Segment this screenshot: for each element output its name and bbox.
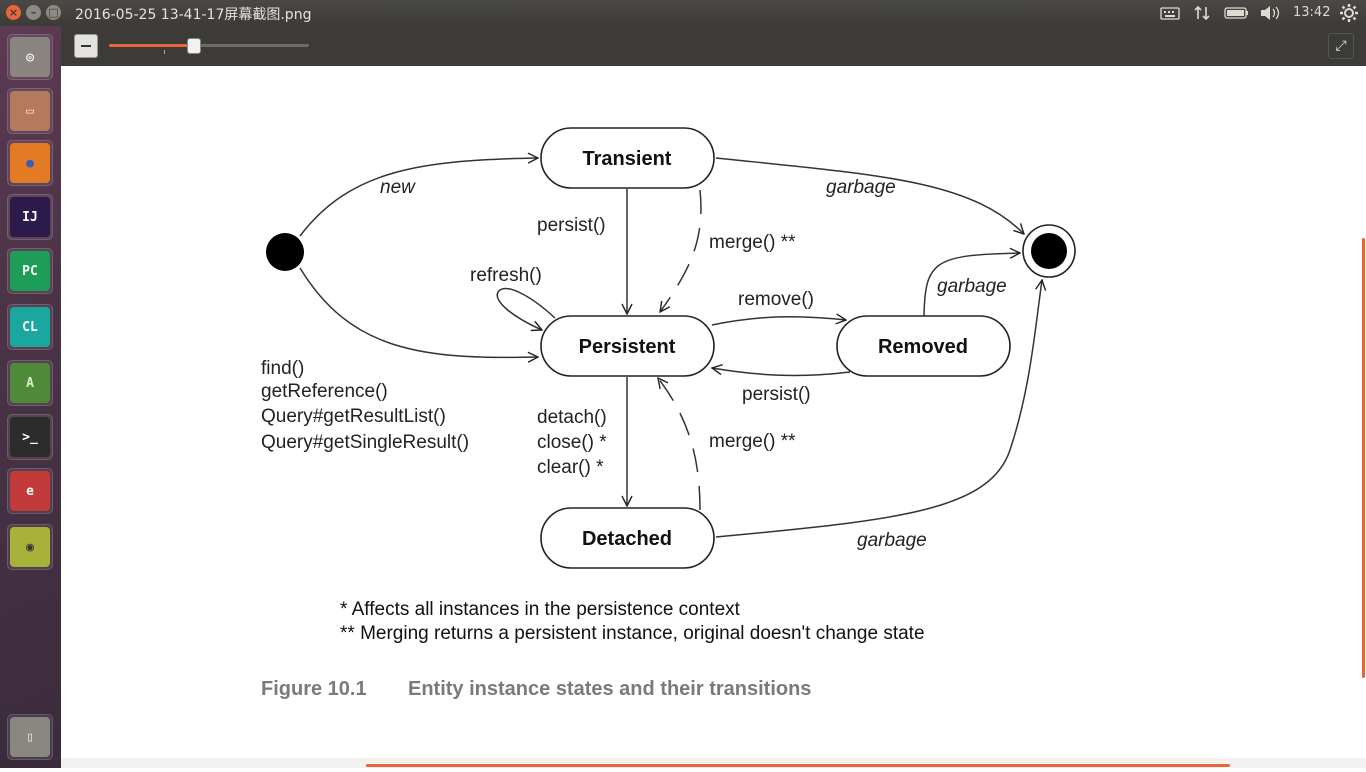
label-persist-back: persist() — [742, 384, 811, 405]
top-panel: × – □ 2016-05-25 13-41-17屏幕截图.png 13:42 — [0, 0, 1366, 26]
launcher: ◎ ▭ ● IJ PC CL A >_e ◉ ▯ — [0, 26, 62, 768]
launcher-item-firefox[interactable]: ● — [7, 140, 53, 186]
state-diagram: Transient Persistent Removed Detached ne… — [261, 127, 1076, 700]
android-studio-icon: A — [10, 363, 50, 403]
maximize-window-button[interactable]: □ — [46, 5, 61, 20]
launcher-item-document-viewer[interactable]: e — [7, 468, 53, 514]
launcher-item-intellij-idea[interactable]: IJ — [7, 194, 53, 240]
initial-state-node — [266, 233, 304, 271]
detached-state-box — [540, 507, 715, 569]
label-find-line-4: Query#getSingleResult() — [261, 432, 469, 453]
transient-state-box — [540, 127, 715, 189]
fullscreen-icon: ⤢ — [1335, 38, 1347, 54]
label-merge-bottom: merge() ** — [709, 431, 796, 452]
fullscreen-button[interactable]: ⤢ — [1328, 33, 1354, 59]
label-detach-line-2: close() * — [537, 432, 607, 453]
label-find-line-1: find() — [261, 358, 304, 379]
edge-merge-top — [660, 189, 702, 312]
edge-removed-garbage — [923, 253, 1020, 317]
removed-state-box — [836, 315, 1011, 377]
canvas-bottom-edge — [61, 758, 1366, 768]
figure-number: Figure 10.1 — [261, 678, 367, 700]
transient-state-label: Transient — [583, 148, 672, 170]
label-detach-line-3: clear() * — [537, 457, 604, 478]
window-title: 2016-05-25 13-41-17屏幕截图.png — [75, 7, 312, 23]
battery-icon[interactable] — [1224, 3, 1250, 23]
zoom-out-button[interactable] — [74, 34, 98, 58]
launcher-item-ubuntu-dash[interactable]: ◎ — [7, 34, 53, 80]
edge-refresh — [496, 287, 556, 330]
close-window-button[interactable]: × — [6, 5, 21, 20]
launcher-item-terminal[interactable]: >_ — [7, 414, 53, 460]
launcher-item-trash[interactable]: ▯ — [7, 714, 53, 760]
terminal-icon: >_ — [10, 417, 50, 457]
label-persist: persist() — [537, 215, 606, 236]
launcher-item-image-viewer[interactable]: ◉ — [7, 524, 53, 570]
minimize-window-button[interactable]: – — [26, 5, 41, 20]
viewer-toolbar: ⤢ — [61, 26, 1366, 67]
label-detach-line-1: detach() — [537, 407, 607, 428]
edge-new — [299, 158, 538, 237]
edge-find — [299, 267, 538, 357]
firefox-icon: ● — [10, 143, 50, 183]
intellij-idea-icon: IJ — [10, 197, 50, 237]
document-viewer-icon: e — [10, 471, 50, 511]
volume-icon[interactable] — [1259, 3, 1281, 23]
edge-detached-garbage — [715, 280, 1042, 538]
label-merge-top: merge() ** — [709, 232, 796, 253]
ubuntu-dash-icon: ◎ — [10, 37, 50, 77]
launcher-item-clion[interactable]: CL — [7, 304, 53, 350]
vertical-scrollbar[interactable] — [1362, 238, 1365, 678]
clock[interactable]: 13:42 — [1293, 5, 1331, 20]
zoom-slider-handle[interactable] — [187, 38, 201, 54]
final-state-node — [1031, 233, 1067, 269]
label-new: new — [380, 177, 416, 198]
launcher-item-pycharm[interactable]: PC — [7, 248, 53, 294]
zoom-slider-tick — [164, 50, 165, 54]
image-viewer-icon: ◉ — [10, 527, 50, 567]
zoom-slider[interactable] — [109, 38, 309, 54]
detached-state-label: Detached — [582, 528, 672, 550]
keyboard-icon[interactable] — [1160, 3, 1180, 23]
horizontal-scrollbar[interactable] — [366, 764, 1230, 767]
files-icon: ▭ — [10, 91, 50, 131]
label-find-line-3: Query#getResultList() — [261, 406, 446, 427]
label-find-line-2: getReference() — [261, 381, 388, 402]
image-canvas: Transient Persistent Removed Detached ne… — [61, 66, 1366, 768]
edge-transient-garbage — [715, 157, 1024, 234]
gear-icon[interactable] — [1339, 3, 1359, 23]
footnote-2: ** Merging returns a persistent instance… — [340, 623, 925, 644]
clion-icon: CL — [10, 307, 50, 347]
label-removed-garbage: garbage — [937, 276, 1007, 297]
persistent-state-label: Persistent — [579, 336, 676, 358]
edge-merge-bottom — [658, 378, 701, 511]
edge-persist-back — [712, 368, 851, 377]
zoom-out-icon — [81, 45, 91, 47]
removed-state-label: Removed — [878, 336, 968, 358]
launcher-item-files[interactable]: ▭ — [7, 88, 53, 134]
launcher-item-android-studio[interactable]: A — [7, 360, 53, 406]
zoom-slider-fill — [109, 44, 193, 47]
figure-caption: Entity instance states and their transit… — [408, 678, 811, 700]
label-transient-garbage: garbage — [826, 177, 896, 198]
trash-icon: ▯ — [10, 717, 50, 757]
label-remove: remove() — [738, 289, 814, 310]
persistent-state-box — [540, 315, 715, 377]
label-detached-garbage: garbage — [857, 530, 927, 551]
edge-remove — [711, 317, 846, 326]
footnote-1: * Affects all instances in the persisten… — [340, 599, 741, 620]
network-updown-icon[interactable] — [1192, 3, 1212, 23]
label-refresh: refresh() — [470, 265, 542, 286]
pycharm-icon: PC — [10, 251, 50, 291]
